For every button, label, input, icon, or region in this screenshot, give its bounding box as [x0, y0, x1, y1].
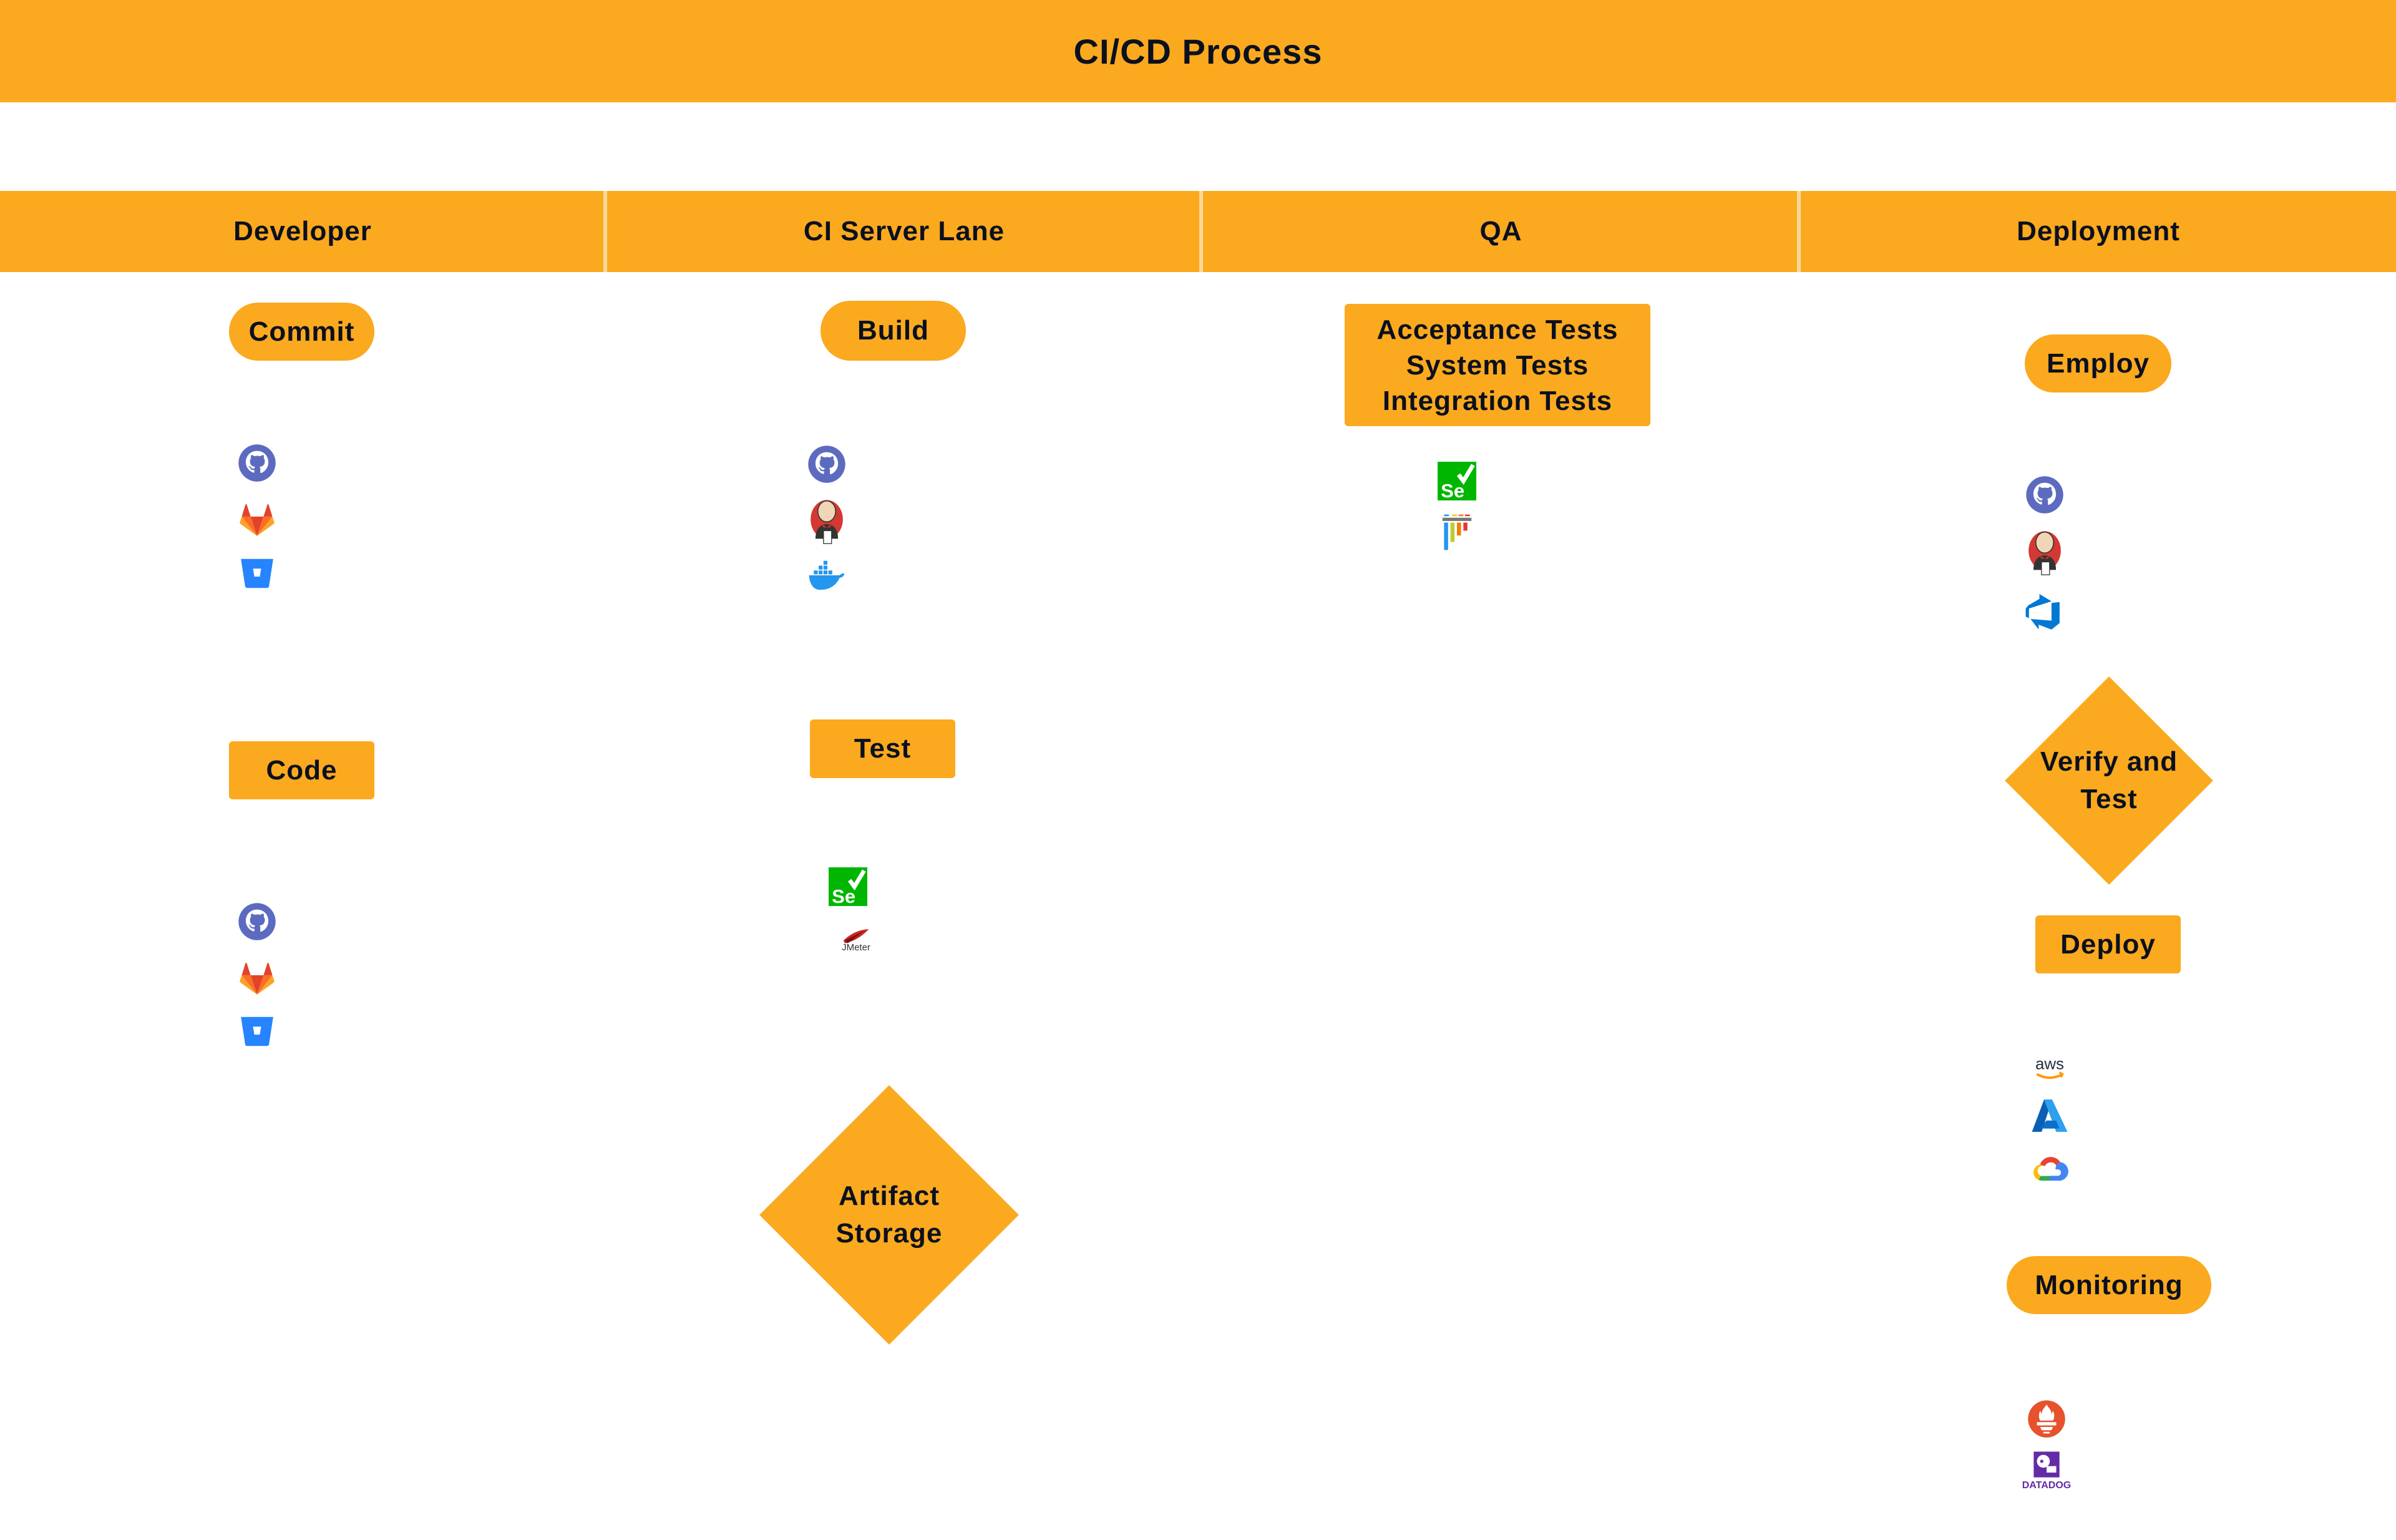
diagram-title: CI/CD Process [1073, 31, 1323, 71]
lane-divider [603, 191, 607, 272]
pipeline-bars-icon [1438, 513, 1476, 552]
bitbucket-icon [238, 554, 276, 593]
selenium-icon [829, 867, 867, 906]
prometheus-icon [2027, 1400, 2066, 1438]
build-node: Build [821, 301, 966, 361]
deploy-node: Deploy [2035, 915, 2181, 973]
artifact-label-line2: Storage [835, 1218, 943, 1249]
aws-icon [2030, 1048, 2069, 1087]
employ-node: Employ [2025, 334, 2171, 392]
lane-ci-server: CI Server Lane [803, 216, 1005, 246]
lane-divider [1199, 191, 1203, 272]
selenium-icon [1438, 462, 1476, 500]
lane-developer: Developer [233, 216, 372, 246]
qa-tests-node: Acceptance Tests System Tests Integratio… [1345, 304, 1650, 426]
monitoring-node: Monitoring [2007, 1256, 2211, 1314]
jmeter-logo-text: JMeter [842, 942, 870, 953]
lane-divider [1797, 191, 1801, 272]
docker-icon [807, 559, 846, 592]
system-tests-label: System Tests [1406, 349, 1589, 381]
bitbucket-icon [238, 1012, 276, 1051]
azure-devops-icon [2024, 594, 2063, 633]
acceptance-tests-label: Acceptance Tests [1376, 314, 1619, 345]
artifact-label-line1: Artifact [838, 1181, 940, 1211]
verify-label-line1: Verify and [2040, 746, 2178, 777]
google-cloud-icon [2030, 1150, 2069, 1189]
azure-icon [2030, 1096, 2069, 1135]
lane-qa: QA [1479, 216, 1522, 246]
lane-header-bar: Developer CI Server Lane QA Deployment [0, 191, 2396, 272]
integration-tests-label: Integration Tests [1382, 385, 1613, 416]
github-icon [807, 445, 846, 484]
verify-label-line2: Test [2080, 784, 2138, 814]
code-node: Code [229, 741, 374, 799]
test-node: Test [810, 719, 955, 778]
commit-node: Commit [229, 303, 374, 361]
github-icon [238, 444, 276, 482]
gitlab-icon [238, 959, 276, 998]
datadog-logo-text: DATADOG [2022, 1480, 2072, 1491]
datadog-icon [2027, 1450, 2066, 1479]
jmeter-icon [837, 922, 875, 945]
gitlab-icon [238, 500, 276, 539]
github-icon [2025, 475, 2064, 514]
title-bar: CI/CD Process [0, 0, 2396, 102]
github-icon [238, 902, 276, 941]
jenkins-icon [2025, 527, 2064, 577]
jenkins-icon [807, 496, 846, 546]
lane-deployment: Deployment [2017, 216, 2180, 246]
